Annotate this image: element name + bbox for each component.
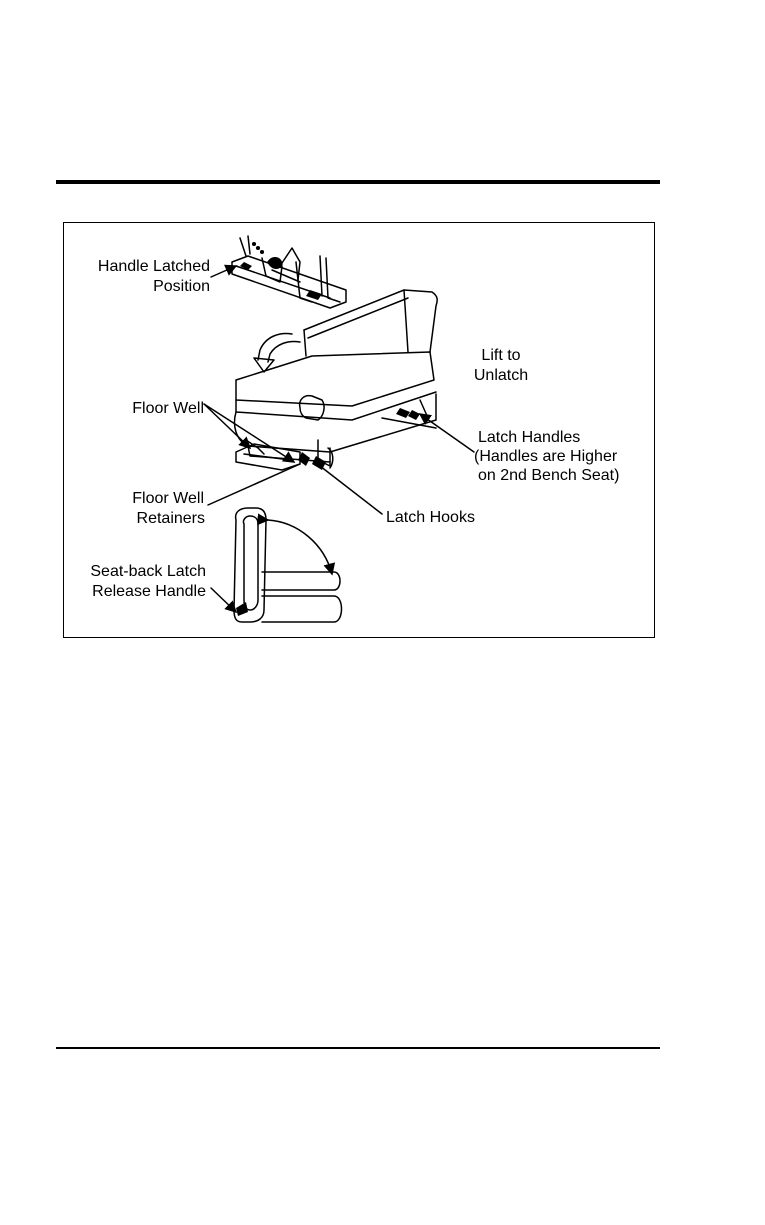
label-seatback-latch-line2: Release Handle xyxy=(60,582,206,601)
label-lift-line1: Lift to xyxy=(466,346,536,365)
bottom-rule xyxy=(56,1047,660,1049)
label-latch-handles-line3: on 2nd Bench Seat) xyxy=(478,466,619,485)
label-seatback-latch-line1: Seat-back Latch xyxy=(60,562,206,581)
label-latch-hooks: Latch Hooks xyxy=(386,508,475,527)
label-handle-latched-line2: Position xyxy=(60,277,210,296)
label-latch-handles-line1: Latch Handles xyxy=(478,428,580,447)
label-floor-well-retainers-line1: Floor Well xyxy=(60,489,204,508)
label-lift-line2: Unlatch xyxy=(466,366,536,385)
seat-side-view-illustration xyxy=(234,508,342,622)
handle-latch-detail-illustration xyxy=(232,236,346,308)
label-floor-well-retainers-line2: Retainers xyxy=(60,509,205,528)
label-latch-handles-line2: (Handles are Higher xyxy=(474,447,617,466)
label-handle-latched-line1: Handle Latched xyxy=(60,257,210,276)
label-floor-well: Floor Well xyxy=(60,399,204,418)
